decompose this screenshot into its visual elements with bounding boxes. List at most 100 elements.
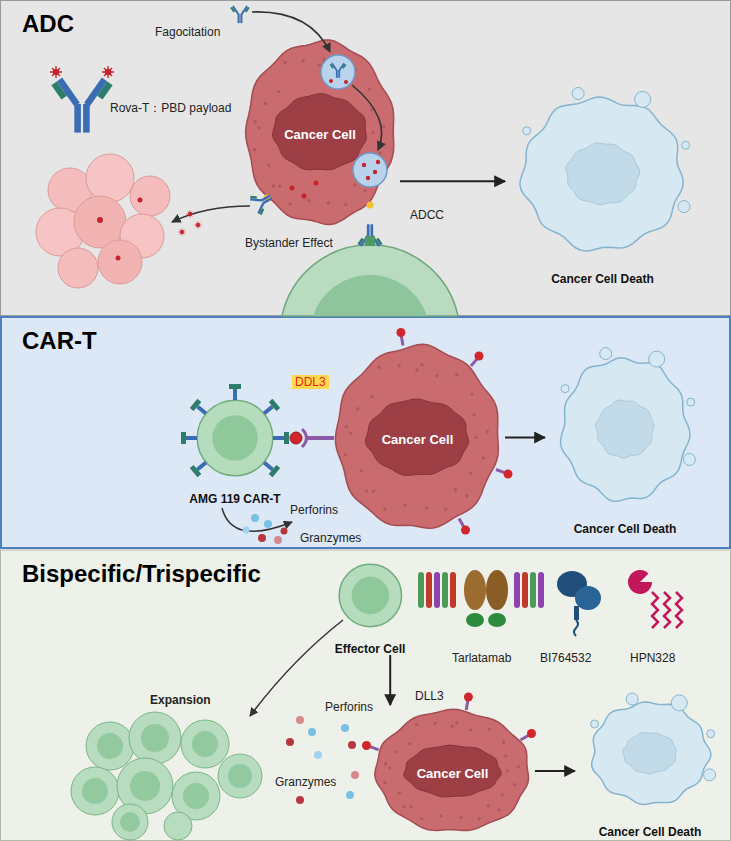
cancer-shape <box>384 762 387 765</box>
cancer-shape <box>469 729 472 732</box>
cancer-shape <box>477 817 480 820</box>
cancer-shape <box>318 64 321 67</box>
death-shape <box>649 351 665 367</box>
flow-arrow <box>505 437 545 439</box>
tarlatamab-icon <box>486 570 508 610</box>
panel-band: ADCCancer CellCancer Cell Death <box>0 0 731 316</box>
car-receptors <box>181 432 197 444</box>
process-label: Fagocitation <box>155 25 220 39</box>
cancer-shape <box>465 494 468 497</box>
dead-cell: Cancer Cell Death <box>575 690 725 838</box>
phagocytosis-path <box>252 12 330 52</box>
cancer-shape <box>473 413 476 416</box>
antigen-tag: DDL3 <box>292 375 329 389</box>
cancer-shape <box>278 185 281 188</box>
bystander-path <box>186 210 193 217</box>
expansion-cell-cluster <box>97 733 123 759</box>
cancer-shape <box>486 430 489 433</box>
death-shape <box>682 141 690 149</box>
dll3-receptors <box>471 359 477 366</box>
dll3-receptors <box>362 741 371 750</box>
car-t-cytotoxic-release <box>222 508 292 544</box>
tarlatamab-icon <box>464 570 486 610</box>
label-anchor: Rova-T：PBD payload <box>110 98 231 116</box>
dll3-binding <box>302 429 307 447</box>
tcell-shape <box>170 395 300 505</box>
panel-title: CAR-T <box>22 327 97 355</box>
label-anchor: Perforins <box>290 500 338 518</box>
death-shape <box>566 143 640 205</box>
label-anchor: Granzymes <box>275 772 336 790</box>
panel-band: Bispecific/TrispecificEffector CellCance… <box>0 550 731 841</box>
drug-label: Tarlatamab <box>452 651 511 665</box>
cancer-shape <box>420 363 423 366</box>
death-shape <box>623 733 677 774</box>
dll3-receptors <box>475 352 484 361</box>
cancer-shape <box>284 61 287 64</box>
cancer-shape <box>307 199 310 202</box>
death-shape <box>707 730 715 738</box>
phagocytosis-path <box>230 6 387 199</box>
bystander-path <box>172 206 250 222</box>
hpn328-icon <box>628 570 682 628</box>
death-shape <box>545 345 705 535</box>
death-shape <box>635 91 651 107</box>
death-shape <box>626 693 638 705</box>
cancer-shape <box>363 189 366 192</box>
phagocytosis-path <box>376 160 380 164</box>
expansion-cell-cluster <box>86 722 134 770</box>
cancer-shape <box>375 709 529 830</box>
cancer-shape <box>267 164 270 167</box>
rova-t-antibody <box>102 66 114 78</box>
cancer-shape <box>388 766 391 769</box>
expansion-cell-cluster <box>164 812 192 840</box>
molecule-label: Granzymes <box>300 531 361 545</box>
label-anchor: HPN328 <box>630 648 675 666</box>
death-shape <box>591 720 599 728</box>
panel-band: CAR-TAMG 119 CAR-TCancer CellCancer Cell… <box>0 317 731 549</box>
cancer-cell: Cancer Cell <box>240 35 400 230</box>
car-receptors <box>196 405 207 415</box>
car-t-cytotoxic-release <box>281 528 288 535</box>
phagocytosis-path <box>366 176 370 180</box>
tarlatamab-icon <box>522 572 528 608</box>
cancer-shape <box>398 791 401 794</box>
flow-arrow <box>400 180 505 182</box>
dll3-receptors <box>466 701 468 710</box>
cancer-shape <box>246 40 394 225</box>
cancer-shape <box>344 453 347 456</box>
cancer-cell: Cancer Cell <box>330 340 505 535</box>
hpn328-icon <box>664 592 670 628</box>
cancer-shape <box>370 395 373 398</box>
cancer-shape <box>455 373 458 376</box>
dead-cell: Cancer Cell Death <box>505 85 700 285</box>
bystander-cell-cluster <box>36 154 170 288</box>
tarlatamab-icon <box>538 572 544 608</box>
cell-label: Cancer Cell Death <box>599 825 702 839</box>
label-anchor: DDL3 <box>292 372 329 390</box>
cancer-shape <box>501 793 504 796</box>
tcell-shape <box>212 415 257 460</box>
label-anchor: Perforins <box>325 697 373 715</box>
process-label: Expansion <box>150 693 211 707</box>
cell-label: AMG 119 CAR-T <box>189 492 280 506</box>
phagocytosis-path <box>353 153 387 187</box>
cancer-shape <box>302 59 305 62</box>
mechanism-label: ADCC <box>410 208 444 222</box>
cancer-shape <box>354 68 357 71</box>
cancer-shape <box>336 69 339 72</box>
dll3-receptors <box>459 519 464 527</box>
effector-release <box>348 741 356 749</box>
cancer-shape <box>415 723 418 726</box>
car-t-cytotoxic-release <box>264 520 272 528</box>
bystander-path <box>248 187 276 216</box>
death-shape <box>575 690 725 838</box>
dll3-receptors <box>396 328 405 337</box>
effector-release <box>308 728 316 736</box>
phagocytosis-path <box>314 181 319 186</box>
car-t-cytotoxic-release <box>258 534 266 542</box>
cancer-shape <box>368 88 371 91</box>
cancer-shape <box>488 728 491 731</box>
hpn328-icon <box>652 592 658 628</box>
